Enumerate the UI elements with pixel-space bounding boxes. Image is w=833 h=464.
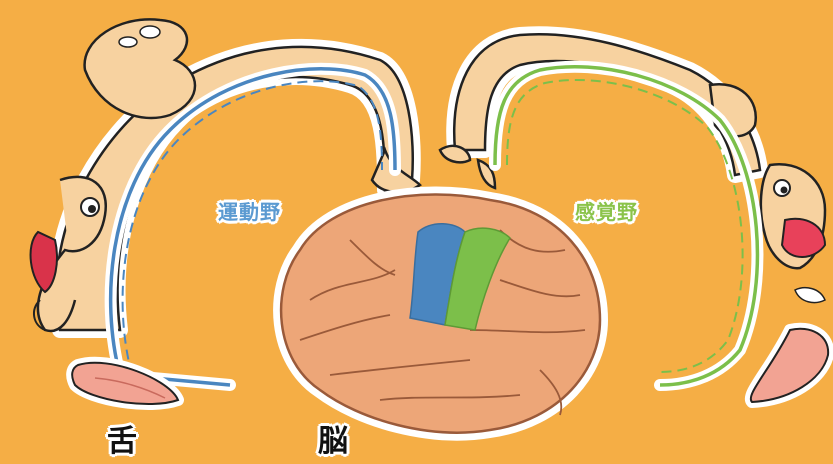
tongue-label: 舌 bbox=[107, 424, 137, 459]
sensory-area-label: 感覚野 bbox=[575, 200, 638, 224]
brain-label: 脳 bbox=[318, 424, 348, 459]
sensory-pathway bbox=[489, 60, 764, 391]
tongue-right bbox=[744, 322, 833, 408]
tongue-left bbox=[66, 356, 184, 411]
sensory-homunculus bbox=[438, 26, 827, 304]
motor-area-label: 運動野 bbox=[218, 200, 281, 224]
brain bbox=[273, 186, 608, 441]
